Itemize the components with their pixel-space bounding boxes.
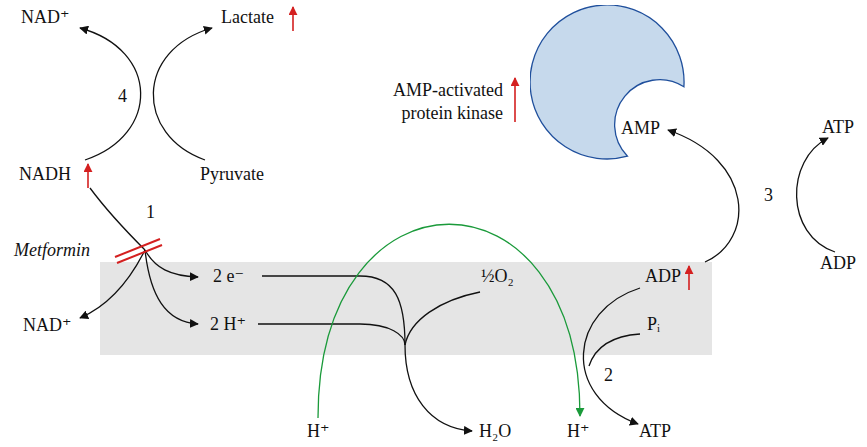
metabolite-label: 2 e⁻: [213, 267, 244, 287]
metabolite-label: AMP: [621, 119, 660, 139]
metabolite-label: ATP: [822, 118, 854, 138]
metabolite-label: Pyruvate: [200, 165, 264, 185]
water-arrow: [405, 345, 472, 431]
inhibition-bar: [115, 239, 160, 257]
reaction-arc: [797, 138, 835, 252]
metabolite-label: H⁺: [307, 422, 330, 442]
increase-arrow: [87, 164, 89, 188]
metabolite-label: H₂O: [479, 422, 511, 442]
metabolite-label: ADP: [820, 254, 856, 274]
reaction-number: 4: [118, 87, 127, 107]
enzyme-shape: AMP-activated protein kinase: [530, 5, 685, 165]
enzyme-name: AMP-activated protein kinase: [373, 79, 503, 124]
drug-label: Metformin: [14, 241, 90, 261]
metabolite-label: H⁺: [567, 422, 590, 442]
kinase-shape: [530, 5, 684, 159]
increase-arrow: [514, 78, 516, 122]
increase-arrow: [292, 7, 294, 31]
reaction-arc: [668, 130, 739, 262]
reaction-arc: [153, 28, 212, 160]
reaction-arc: [90, 188, 145, 250]
metabolite-label: Lactate: [221, 8, 274, 28]
reaction-number: 1: [146, 203, 155, 223]
metabolite-label: ATP: [639, 422, 671, 442]
kinase-outline: [530, 5, 685, 165]
metabolite-label: Pᵢ: [647, 315, 660, 335]
metabolite-label: NADH: [19, 165, 71, 185]
metabolite-label: ½O₂: [481, 267, 514, 287]
reaction-arc: [80, 28, 141, 160]
metabolite-label: 2 H⁺: [210, 315, 246, 335]
metabolite-label: NAD⁺: [23, 316, 72, 336]
reaction-number: 3: [764, 186, 773, 206]
metabolite-label: ADP: [645, 267, 681, 287]
metabolite-label: NAD⁺: [21, 8, 70, 28]
inhibition-bar: [117, 245, 162, 263]
membrane-band: 2 e⁻ ½O₂ ADP 2 H⁺ Pᵢ: [100, 262, 712, 355]
reaction-number: 2: [604, 366, 613, 386]
